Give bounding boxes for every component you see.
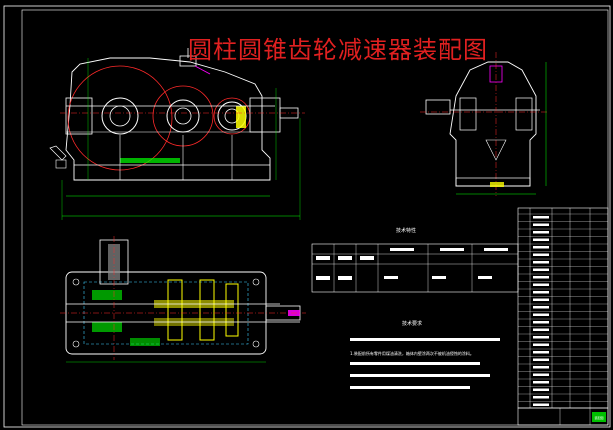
inner-border (21, 9, 609, 426)
parts-list-cell (533, 276, 549, 279)
front-view-housing (65, 57, 271, 181)
gear-cluster-2 (199, 279, 215, 341)
title-block: 装配图 (517, 407, 609, 426)
spec-cell-fill-7 (316, 276, 330, 280)
parts-list-cell (533, 313, 549, 316)
parts-list-cell (533, 366, 549, 369)
base-hatch-band (120, 158, 180, 163)
parts-list-cell (533, 216, 549, 219)
parts-list-cell (533, 373, 549, 376)
parts-list-cell (533, 321, 549, 324)
spec-cell-fill-10 (432, 276, 446, 279)
bearing-hatch-2 (92, 322, 122, 332)
note-bar-3 (350, 374, 490, 377)
top-view (60, 236, 306, 363)
notes-title: 技术要求 (402, 320, 422, 327)
bearing-boss-1-inner (109, 105, 131, 127)
note-bar-2 (350, 362, 480, 365)
gear-cluster-3 (225, 283, 239, 337)
spec-table: 技术特性 (311, 227, 519, 293)
front-view (49, 48, 305, 220)
side-bearing-cap-right (515, 97, 533, 131)
spec-cell-fill-4 (390, 248, 414, 251)
spec-cell-fill-6 (484, 248, 508, 251)
spec-table-frame (311, 243, 519, 293)
spec-cell-fill-11 (478, 276, 492, 279)
bearing-hatch-1 (92, 290, 122, 300)
parts-list-cell (533, 298, 549, 301)
bearing-boss-2-inner (174, 107, 192, 125)
parts-list-cell (533, 231, 549, 234)
top-bolt-3 (252, 278, 260, 286)
parts-list-cell (533, 238, 549, 241)
side-view-housing (449, 61, 537, 187)
parts-list-frame (517, 207, 609, 409)
spec-cell-fill-1 (316, 256, 330, 260)
parts-list-cell (533, 328, 549, 331)
parts-list-cell (533, 268, 549, 271)
parts-list-cell (533, 253, 549, 256)
parts-list-cell (533, 336, 549, 339)
side-foot-highlight (490, 182, 504, 187)
bearing-boss-1 (101, 97, 139, 135)
parts-list-cell (533, 246, 549, 249)
parts-list-cell (533, 381, 549, 384)
drawing-title: 圆柱圆锥齿轮减速器装配图 (188, 36, 488, 64)
note-bar-1 (350, 338, 500, 341)
oil-level-gauge (49, 145, 67, 161)
top-bolt-4 (252, 340, 260, 348)
title-block-stamp-label: 装配图 (594, 415, 603, 420)
title-block-frame (517, 407, 609, 426)
spec-cell-fill-8 (338, 276, 352, 280)
side-shaft-stub (425, 99, 451, 115)
parts-list-cell (533, 358, 549, 361)
gear-cluster-1 (167, 279, 183, 341)
parts-list-cell (533, 343, 549, 346)
outer-border (3, 5, 611, 428)
parts-list-cell (533, 403, 549, 406)
parts-list-cell (533, 388, 549, 391)
parts-list-cell (533, 396, 549, 399)
spec-cell-fill-2 (338, 256, 352, 260)
parts-list-cell (533, 306, 549, 309)
parts-list-cell (533, 351, 549, 354)
top-bolt-1 (72, 278, 80, 286)
technical-notes: 技术要求 1.装配前所有零件用煤油清洗，箱体内壁涂两次不被机油侵蚀的涂料。 (350, 320, 500, 389)
side-bearing-cap-left (459, 97, 477, 131)
parts-list-cell (533, 223, 549, 226)
note-bar-4 (350, 386, 470, 389)
side-view (420, 52, 548, 196)
spec-cell-fill-3 (360, 256, 374, 260)
title-block-stamp (592, 412, 606, 422)
note-text-1: 1.装配前所有零件用煤油清洗，箱体内壁涂两次不被机油侵蚀的涂料。 (350, 350, 474, 356)
top-bolt-2 (72, 340, 80, 348)
right-flange-block (249, 97, 281, 133)
parts-list-cell (533, 291, 549, 294)
lift-line (194, 65, 211, 75)
parts-list-cell (533, 283, 549, 286)
spec-cell-fill-5 (440, 248, 464, 251)
bearing-hatch-3 (130, 338, 160, 346)
left-flange-block (65, 97, 93, 135)
drain-plug (55, 159, 67, 169)
spec-cell-fill-9 (384, 276, 398, 279)
parts-list-cell (533, 261, 549, 264)
parts-list (517, 207, 609, 409)
highlighted-bolt (236, 106, 246, 128)
spec-table-title: 技术特性 (396, 227, 416, 234)
side-oil-gauge (485, 139, 507, 161)
